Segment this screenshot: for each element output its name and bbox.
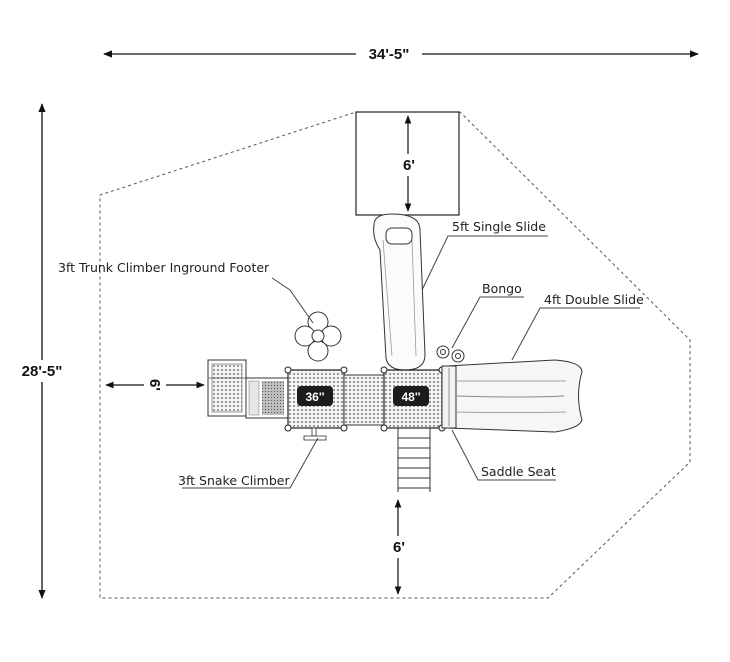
overall-depth-dimension: 28'-5" [14,103,72,599]
single-slide [373,213,426,371]
snake-climber [303,427,327,441]
slide-clearance-label: 6' [403,157,415,174]
deck-36-height: 36'' [305,390,324,404]
overall-width-label: 34'-5" [369,46,410,63]
deck-36: 36'' [284,366,348,432]
left-clearance-label: 6' [146,379,163,391]
bongo-label: Bongo [482,281,522,296]
bongo [436,345,465,363]
slide-exit-zone: 6' [355,111,460,216]
double-slide [446,359,583,433]
left-connector [245,377,289,419]
overall-width-dimension: 34'-5" [103,44,699,64]
callout-leaders [182,235,640,489]
use-zone-boundary [99,111,691,599]
trunk-climber [294,311,342,362]
middle-connector [343,374,385,426]
trunk-climber-label: 3ft Trunk Climber Inground Footer [58,260,270,275]
left-clearance-dimension: 6' [105,374,205,396]
double-slide-label: 4ft Double Slide [544,292,644,307]
snake-climber-label: 3ft Snake Climber [178,473,290,488]
deck-48: 48'' [380,366,446,432]
single-slide-label: 5ft Single Slide [452,219,546,234]
bottom-clearance-label: 6' [393,539,405,556]
saddle-seat [441,365,457,429]
ladder [397,428,431,492]
deck-48-height: 48'' [401,390,420,404]
entry-step-box [207,359,247,417]
overall-depth-label: 28'-5" [22,363,63,380]
saddle-seat-label: Saddle Seat [481,464,556,479]
bottom-clearance-dimension: 6' [388,499,410,595]
